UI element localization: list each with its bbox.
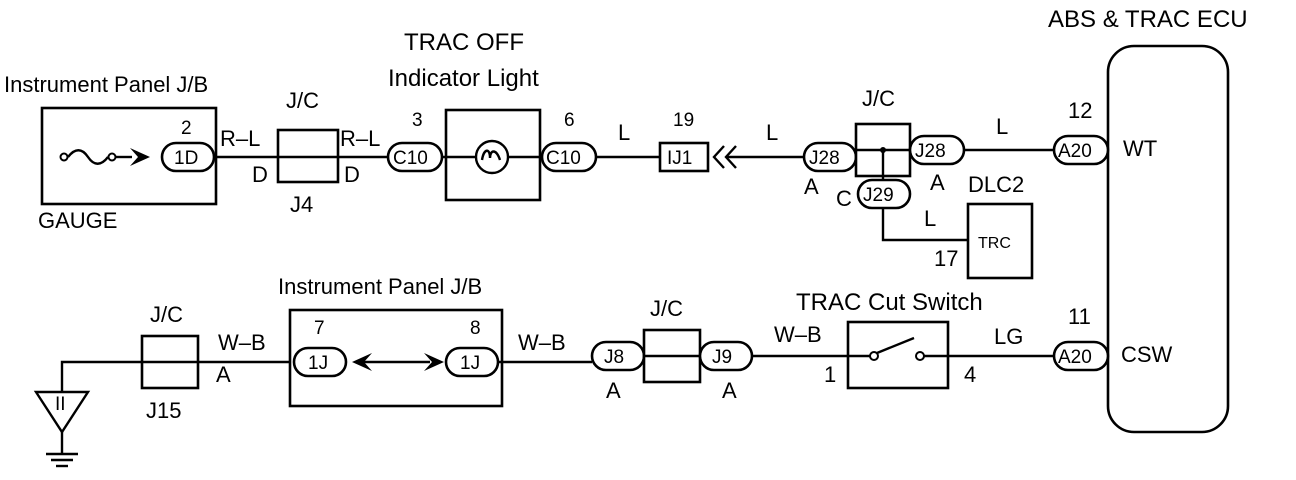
pin-7: 7 xyxy=(314,318,325,339)
indicator-title-2: Indicator Light xyxy=(388,65,539,92)
connector-j28-left-label: J28 xyxy=(809,148,840,169)
ij1-pin: 19 xyxy=(673,110,694,131)
dlc2-pin: 17 xyxy=(934,246,958,271)
j8-a: A xyxy=(606,378,621,403)
jc-j15-title: J/C xyxy=(150,302,183,327)
wire-wb-1: W–B xyxy=(218,330,266,355)
connector-j9-label: J9 xyxy=(712,347,732,368)
connector-j8-label: J8 xyxy=(604,347,624,368)
dlc2-box xyxy=(966,202,1034,280)
wire-lg: LG xyxy=(994,324,1023,349)
wire-l-4: L xyxy=(996,114,1008,139)
bottom-ipjb-title: Instrument Panel J/B xyxy=(278,274,482,299)
switch-icon xyxy=(848,336,948,361)
gauge-label: GAUGE xyxy=(38,208,117,233)
wire-wb-2: W–B xyxy=(518,330,566,355)
ecu-pin-12: 12 xyxy=(1068,98,1092,123)
j29-c: C xyxy=(836,186,852,211)
jc-j28-title: J/C xyxy=(862,86,895,111)
j28-right-a: A xyxy=(930,170,945,195)
ij1-label: IJ1 xyxy=(667,148,692,169)
ecu-terminal-csw: CSW xyxy=(1121,342,1173,367)
wire-rl-left: R–L xyxy=(220,126,260,151)
connector-1j-left xyxy=(292,346,348,378)
connector-1j-right-label: 1J xyxy=(460,353,480,374)
ground-symbol-label: II xyxy=(55,394,66,415)
wire-l-3: L xyxy=(924,206,936,231)
ecu-connector-a20-wt xyxy=(1052,134,1110,166)
wire-rl-right: R–L xyxy=(340,126,380,151)
ij1-box xyxy=(658,141,710,173)
switch-title: TRAC Cut Switch xyxy=(796,289,983,316)
ecu-terminal-wt: WT xyxy=(1123,136,1157,161)
indicator-title-1: TRAC OFF xyxy=(404,29,524,56)
ecu-box xyxy=(1106,44,1230,434)
connector-c10-right-pin: 6 xyxy=(564,110,575,131)
ecu-title: ABS & TRAC ECU xyxy=(1048,6,1248,33)
connector-1j-left-label: 1J xyxy=(308,353,328,374)
j28-left-a: A xyxy=(804,174,819,199)
a-1: A xyxy=(216,362,231,387)
connector-c10-left-label: C10 xyxy=(393,148,428,169)
bulb-icon xyxy=(474,139,510,175)
dlc2-trc: TRC xyxy=(978,235,1011,252)
wire-wb-3: W–B xyxy=(774,322,822,347)
wire-l-2: L xyxy=(766,120,778,145)
j9-a: A xyxy=(722,378,737,403)
top-ipjb-title: Instrument Panel J/B xyxy=(4,72,208,97)
jc-j4-id: J4 xyxy=(290,192,313,217)
dlc2-title: DLC2 xyxy=(968,172,1024,197)
jb-internal-arrows-icon xyxy=(352,353,444,371)
ecu-connector-a20-wt-label: A20 xyxy=(1058,141,1092,162)
ecu-connector-a20-csw xyxy=(1052,340,1110,372)
jc-j15-id: J15 xyxy=(146,398,181,423)
jc-j8-title: J/C xyxy=(650,296,683,321)
ground-icon xyxy=(33,360,142,468)
switch-pin-1: 1 xyxy=(824,362,836,387)
gauge-connector-label: 1D xyxy=(174,148,198,169)
gauge-fuse-icon xyxy=(59,148,150,166)
d-right-label: D xyxy=(344,162,360,187)
connector-c10-right-label: C10 xyxy=(546,148,581,169)
gauge-pin-number: 2 xyxy=(181,118,192,139)
connector-j29-label: J29 xyxy=(863,185,894,206)
pin-8: 8 xyxy=(470,318,481,339)
d-left-label: D xyxy=(252,162,268,187)
switch-pin-4: 4 xyxy=(964,362,976,387)
ecu-pin-11: 11 xyxy=(1068,304,1091,329)
wire-l-1: L xyxy=(618,120,630,145)
connector-c10-left-pin: 3 xyxy=(412,110,423,131)
jc-j4-title: J/C xyxy=(286,88,319,113)
ecu-connector-a20-csw-label: A20 xyxy=(1058,347,1092,368)
connector-j28-right-label: J28 xyxy=(915,141,946,162)
